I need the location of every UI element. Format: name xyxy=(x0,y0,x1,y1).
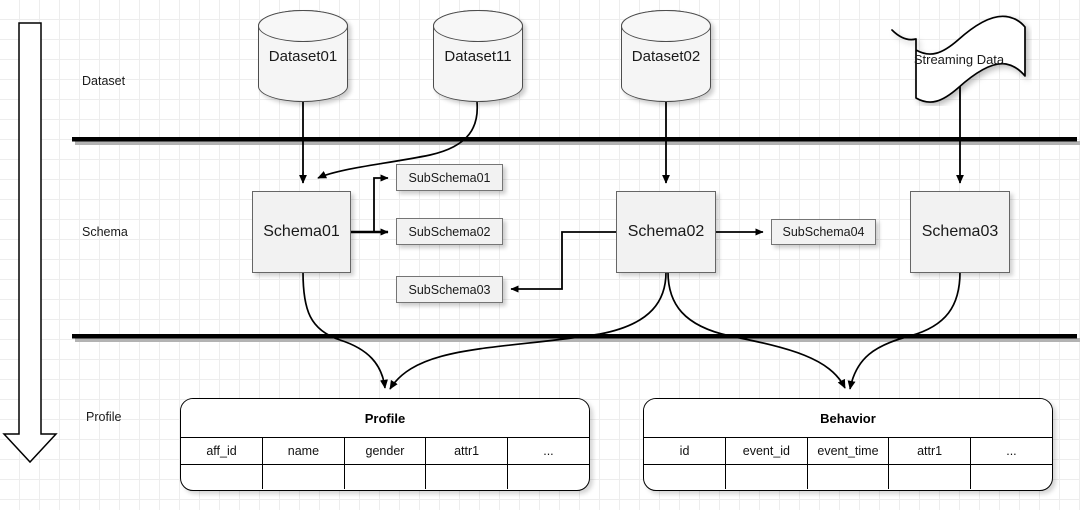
subschema-node-subschema03[interactable]: SubSchema03 xyxy=(396,276,503,303)
edge-schema02-to-behavior xyxy=(667,271,846,389)
edge-schema01-to-profile xyxy=(302,271,388,389)
column-header: name xyxy=(262,438,345,465)
dataset-label: Dataset01 xyxy=(268,47,338,65)
entity-title: Behavior xyxy=(644,399,1052,438)
column-header: attr1 xyxy=(425,438,508,465)
lane-label-schema: Schema xyxy=(82,225,128,239)
cell-value xyxy=(644,464,727,489)
cell-value xyxy=(806,464,890,489)
edge-dataset11-to-schema01 xyxy=(317,101,479,179)
table-row xyxy=(644,464,1052,489)
column-header: event_time xyxy=(806,438,890,465)
cell-value xyxy=(425,464,508,489)
lane-label-profile: Profile xyxy=(86,410,122,424)
cell-value xyxy=(181,464,264,489)
subschema-node-subschema04[interactable]: SubSchema04 xyxy=(771,219,876,245)
cell-value xyxy=(969,464,1052,489)
lane-separator-schema-profile xyxy=(72,334,1080,342)
edge-schema02-to-subschema03 xyxy=(510,231,616,293)
column-header: event_id xyxy=(725,438,808,465)
entity-table-profile[interactable]: Profile aff_id name gender attr1 ... xyxy=(180,398,590,491)
entity-grid: aff_id name gender attr1 ... xyxy=(181,438,589,489)
dataset-label: Dataset02 xyxy=(631,47,701,65)
dataset-label: Dataset11 xyxy=(444,47,512,65)
cylinder-top-ellipse xyxy=(258,10,348,42)
cell-value xyxy=(262,464,345,489)
table-row-header: id event_id event_time attr1 ... xyxy=(644,438,1052,465)
entity-table-behavior[interactable]: Behavior id event_id event_time attr1 ..… xyxy=(643,398,1053,491)
edge-schema01-to-subschema01 xyxy=(373,174,389,232)
edge-schema02-to-profile xyxy=(389,271,667,390)
downward-flow-arrow xyxy=(2,22,58,464)
lane-separator-dataset-schema xyxy=(72,137,1080,145)
wave-shape-icon xyxy=(891,15,1026,103)
column-header: attr1 xyxy=(888,438,971,465)
column-header: ... xyxy=(969,438,1052,465)
edge-schema03-to-behavior xyxy=(847,271,961,390)
cylinder-top-ellipse xyxy=(433,10,523,42)
cell-value xyxy=(343,464,427,489)
table-row-header: aff_id name gender attr1 ... xyxy=(181,438,589,465)
cell-value xyxy=(725,464,808,489)
table-row xyxy=(181,464,589,489)
dataset-label: Streaming Data xyxy=(913,52,1005,68)
dataset-node-dataset11[interactable]: Dataset11 xyxy=(433,10,523,102)
dataset-node-streaming-data[interactable]: Streaming Data xyxy=(886,14,1032,106)
dataset-node-dataset02[interactable]: Dataset02 xyxy=(621,10,711,102)
lane-label-dataset: Dataset xyxy=(82,74,126,88)
cell-value xyxy=(506,464,589,489)
cell-value xyxy=(888,464,971,489)
schema-node-schema03[interactable]: Schema03 xyxy=(910,191,1010,273)
column-header: id xyxy=(644,438,727,465)
subschema-node-subschema01[interactable]: SubSchema01 xyxy=(396,164,503,191)
entity-title: Profile xyxy=(181,399,589,438)
column-header: aff_id xyxy=(181,438,264,465)
cylinder-top-ellipse xyxy=(621,10,711,42)
dataset-node-dataset01[interactable]: Dataset01 xyxy=(258,10,348,102)
entity-grid: id event_id event_time attr1 ... xyxy=(644,438,1052,489)
column-header: gender xyxy=(343,438,427,465)
schema-node-schema01[interactable]: Schema01 xyxy=(252,191,351,273)
schema-node-schema02[interactable]: Schema02 xyxy=(616,191,716,273)
subschema-node-subschema02[interactable]: SubSchema02 xyxy=(396,218,503,245)
column-header: ... xyxy=(506,438,589,465)
